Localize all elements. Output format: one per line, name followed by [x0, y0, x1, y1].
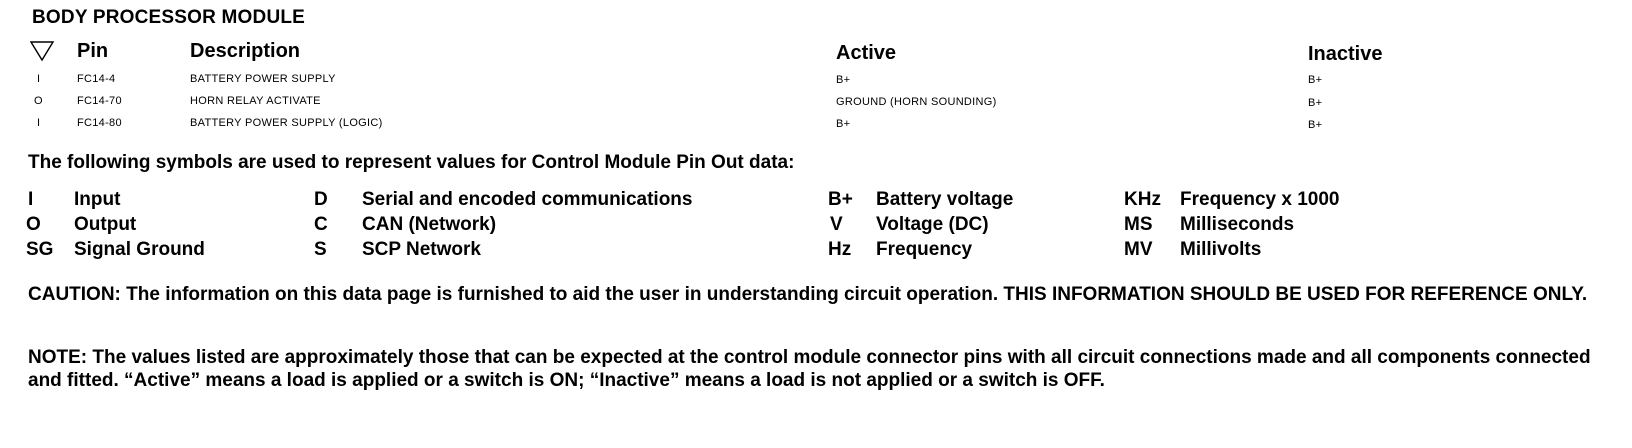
module-title: BODY PROCESSOR MODULE	[32, 7, 306, 28]
legend-symbol: MV	[1124, 239, 1153, 260]
table-row-pin: FC14-4	[77, 73, 116, 85]
table-row-io: O	[34, 95, 43, 107]
legend-meaning: Voltage (DC)	[876, 214, 989, 235]
legend-meaning: Milliseconds	[1180, 214, 1295, 235]
pin-column-header: Pin	[77, 40, 109, 62]
table-row-active: GROUND (HORN SOUNDING)	[836, 96, 997, 108]
table-row-inactive: B+	[1308, 119, 1323, 131]
table-row-inactive: B+	[1308, 74, 1323, 86]
table-row-active: B+	[836, 118, 851, 130]
note-text: NOTE: The values listed are approximatel…	[28, 347, 1591, 391]
legend-meaning: CAN (Network)	[362, 214, 497, 235]
table-row-active: B+	[836, 74, 851, 86]
table-row-io: I	[37, 73, 41, 85]
legend-symbol: O	[26, 214, 41, 235]
legend-meaning: Signal Ground	[74, 239, 205, 260]
legend-meaning: Frequency x 1000	[1180, 189, 1340, 210]
legend-symbol: MS	[1124, 214, 1153, 235]
legend-symbol: SG	[26, 239, 54, 260]
legend-symbol: B+	[828, 189, 853, 210]
table-row-description: BATTERY POWER SUPPLY (LOGIC)	[190, 117, 383, 129]
description-column-header: Description	[190, 40, 301, 62]
caution-text: CAUTION: The information on this data pa…	[28, 284, 1588, 305]
legend-symbol: V	[830, 214, 843, 235]
legend-meaning: Input	[74, 189, 121, 210]
table-row-description: BATTERY POWER SUPPLY	[190, 73, 336, 85]
triangle-down-icon	[30, 41, 54, 62]
table-row-pin: FC14-70	[77, 95, 122, 107]
legend-meaning: Millivolts	[1180, 239, 1262, 260]
legend-symbol: D	[314, 189, 328, 210]
table-row-inactive: B+	[1308, 97, 1323, 109]
legend-symbol: Hz	[828, 239, 852, 260]
legend-meaning: Frequency	[876, 239, 973, 260]
table-row-io: I	[37, 117, 41, 129]
table-row-description: HORN RELAY ACTIVATE	[190, 95, 321, 107]
legend-meaning: Output	[74, 214, 137, 235]
legend-intro: The following symbols are used to repres…	[28, 152, 795, 173]
legend-symbol: I	[28, 189, 34, 210]
legend-meaning: Serial and encoded communications	[362, 189, 693, 210]
legend-symbol: C	[314, 214, 328, 235]
legend-meaning: Battery voltage	[876, 189, 1014, 210]
active-column-header: Active	[836, 42, 897, 64]
table-row-pin: FC14-80	[77, 117, 122, 129]
legend-symbol: S	[314, 239, 327, 260]
legend-meaning: SCP Network	[362, 239, 481, 260]
legend-symbol: KHz	[1124, 189, 1161, 210]
inactive-column-header: Inactive	[1308, 43, 1383, 65]
